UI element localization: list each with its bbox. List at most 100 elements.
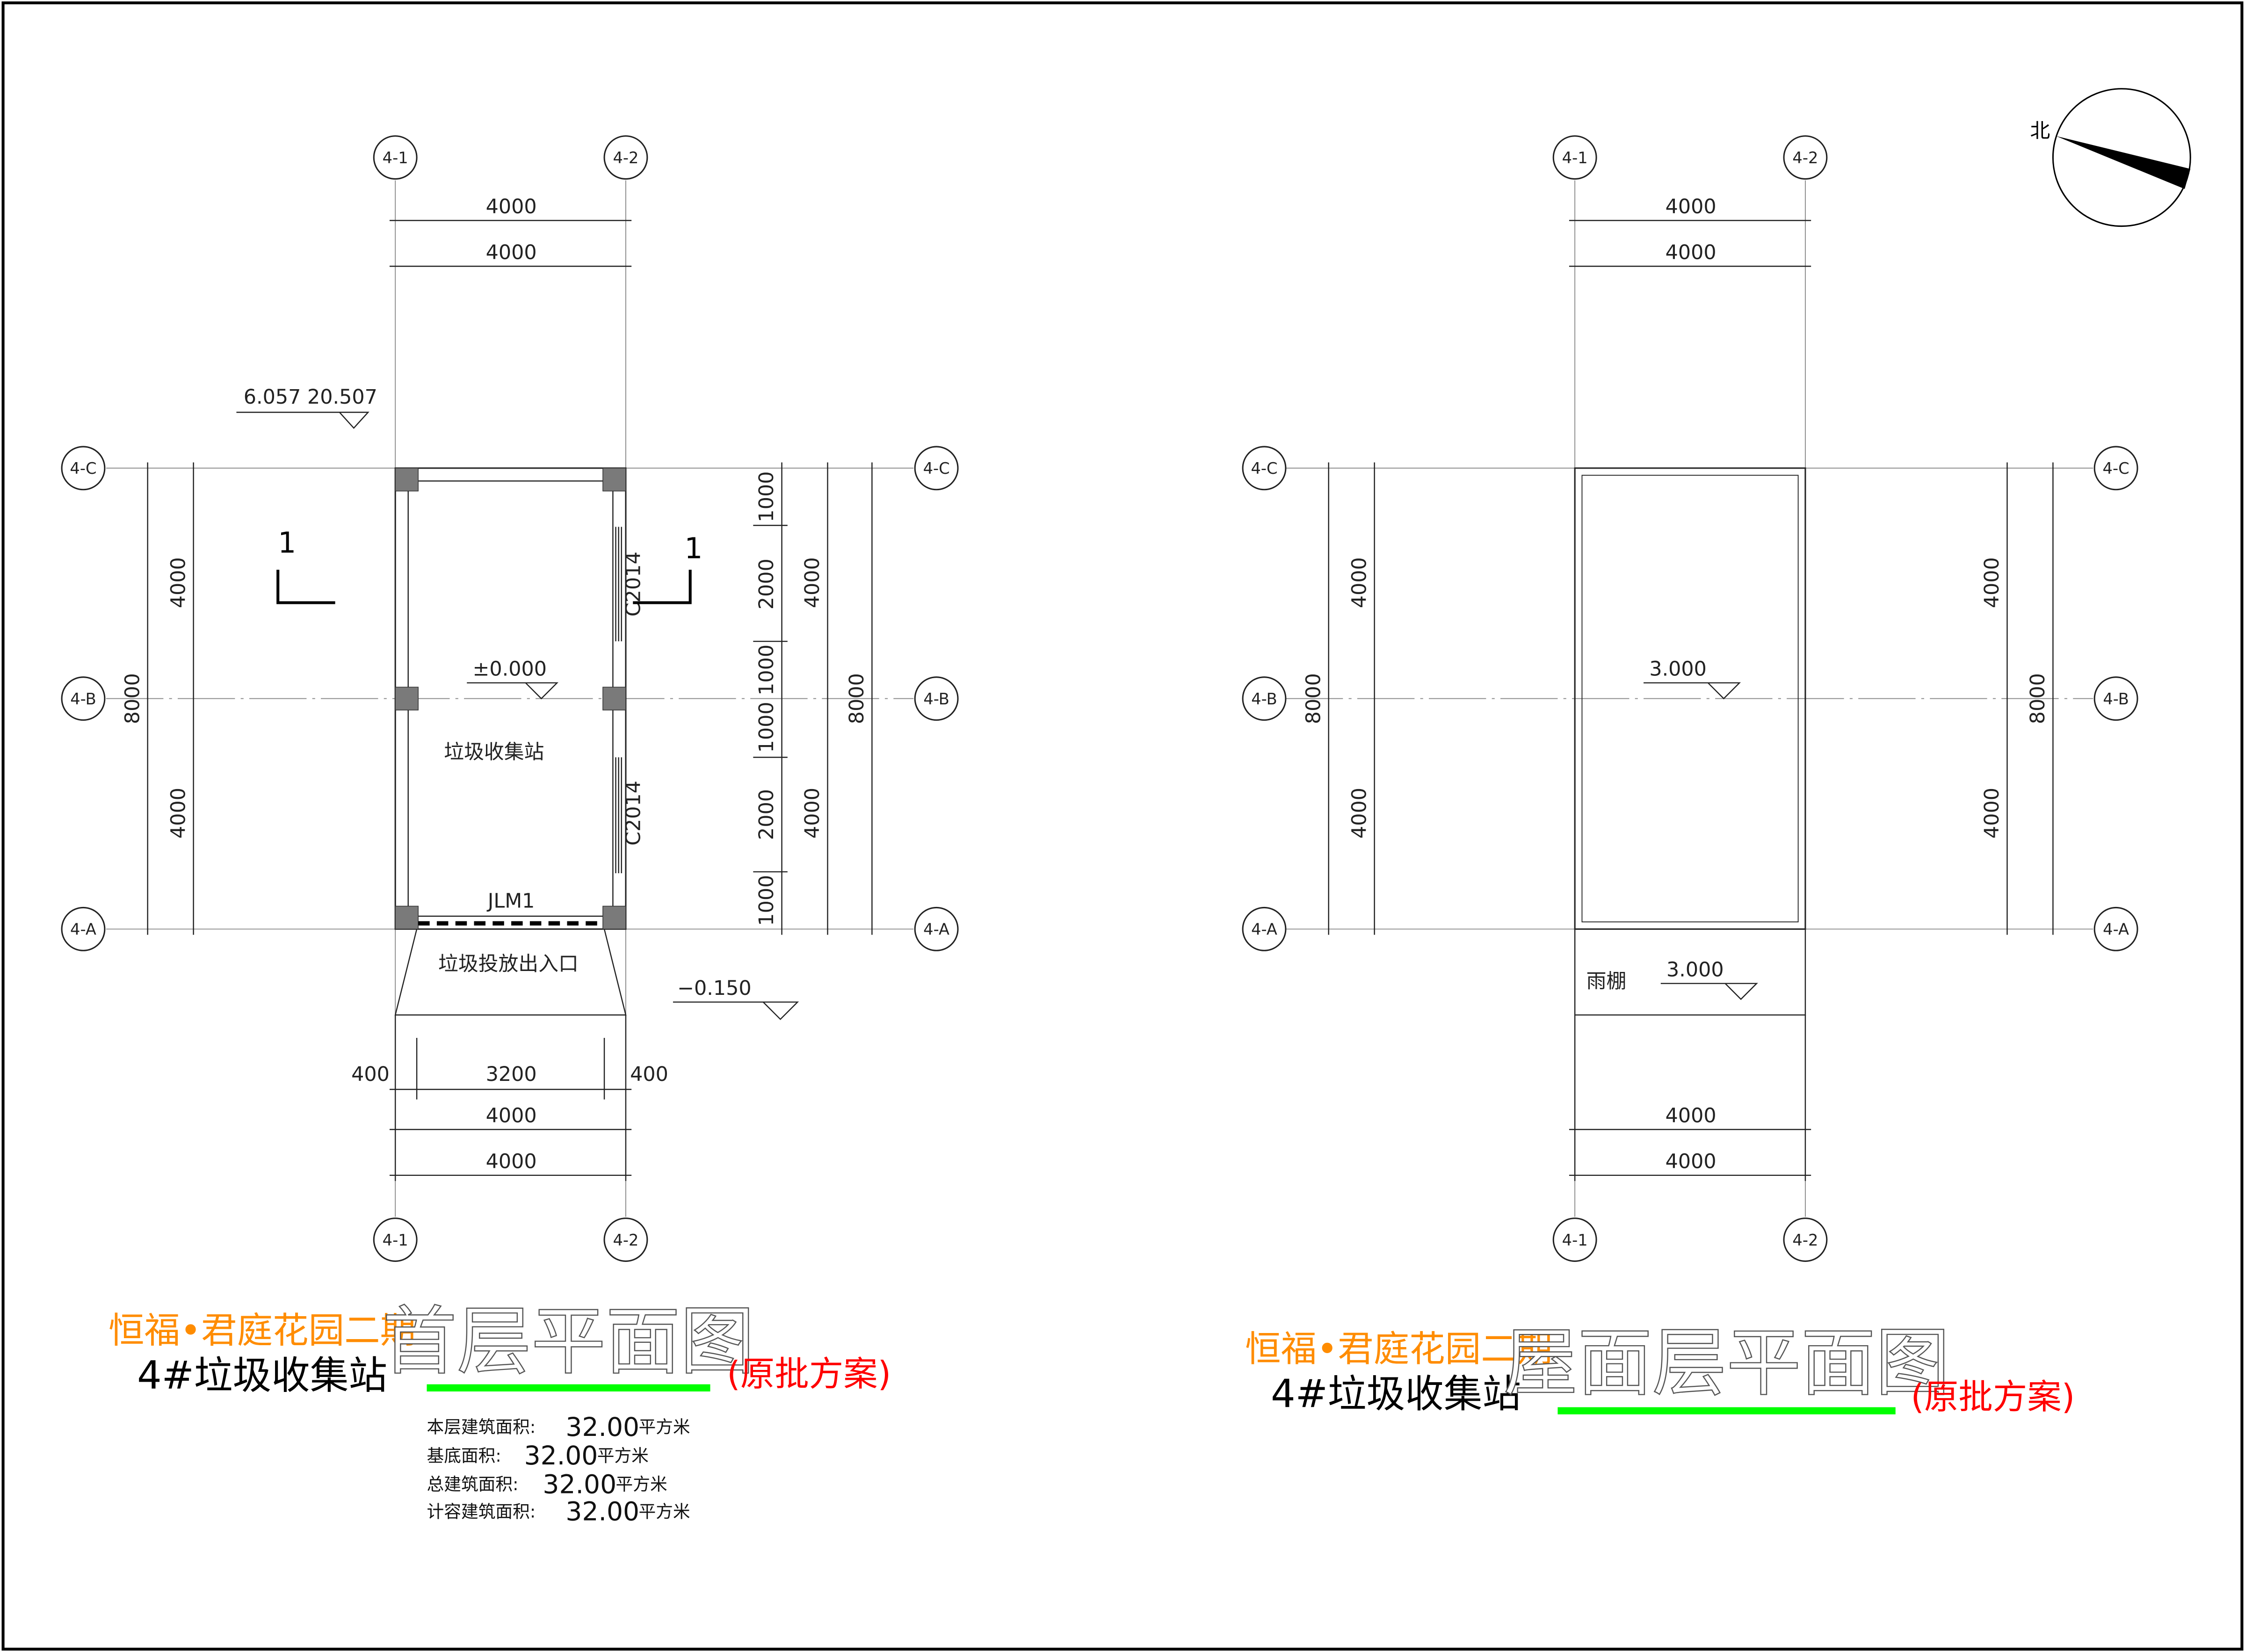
drawing-label: 4-B (923, 690, 949, 708)
drawing-label: 4-A (70, 920, 96, 939)
drawing-line (1783, 135, 1828, 180)
drawing-label: 4-2 (1792, 149, 1818, 167)
project-name: 恒福•君庭花园二期 (1245, 1329, 1552, 1370)
drawing-label: 4-2 (613, 149, 638, 167)
roof-level: 3.000 (1649, 658, 1707, 681)
drawing-title: 屋面层平面图 (1503, 1319, 1950, 1406)
drawing-line: 4-2 (1783, 1217, 1828, 1262)
drawing-line (373, 135, 418, 180)
drawing-label: 4-B (70, 690, 96, 708)
title-underline (427, 1384, 710, 1391)
title-underline (1557, 1407, 1896, 1414)
dim-left-1: 4000 (167, 557, 190, 608)
drawing-label: 400 (351, 1063, 390, 1086)
window-upper (615, 527, 622, 642)
axis-bubble-4-A-left: 4-A (61, 906, 106, 951)
axis-bubble-4-2-top: 4-2 (603, 135, 648, 180)
drawing-line (2093, 676, 2138, 721)
entrance-label: 垃圾投放出入口 (438, 952, 579, 976)
drawing-label: 计容建筑面积: (427, 1501, 536, 1522)
drawing-line: 4-1 (1552, 1217, 1597, 1262)
axis-bubble-4-1-top: 4-1 (373, 135, 418, 180)
drawing-line (394, 929, 627, 1016)
drawing-label: 8000 (1302, 673, 1325, 724)
drawing-label: 4-1 (1562, 149, 1588, 167)
elevation-note: 6.057 20.507 (244, 385, 377, 409)
drawing-line (61, 446, 106, 491)
dim-top-2: 4000 (486, 241, 537, 264)
north-arrow-icon (2056, 136, 2191, 189)
drawing-line (914, 446, 959, 491)
project-name: 恒福•君庭花园二期 (109, 1310, 416, 1352)
drawing-label: 1000 (755, 702, 778, 753)
north-label: 北 (2030, 119, 2050, 143)
drawing-label: 总建筑面积: (427, 1474, 519, 1494)
drawing-line (673, 1001, 799, 1020)
left-title-block: 恒福•君庭花园二期 4#垃圾收集站 首层平面图 (原批方案) 本层建筑面积:32… (109, 1297, 891, 1527)
room-label: 垃圾收集站 (444, 740, 544, 764)
drawing-line (1242, 446, 1287, 491)
window-label-upper: C2014 (622, 551, 645, 616)
drawing-line: 4-2 (1783, 135, 1828, 180)
drawing-label: 1000 (755, 645, 778, 696)
door-label: JLM1 (486, 889, 535, 913)
axis-bubble-4-C-left: 4-C (61, 446, 106, 491)
drawing-label: 4-1 (383, 149, 408, 167)
drawing-line: 4-A (1242, 906, 1287, 951)
drawing-line (276, 570, 335, 604)
drawing-line: 4-C (2093, 446, 2138, 491)
right-title-block: 恒福•君庭花园二期 4#垃圾收集站 屋面层平面图 (原批方案) (1245, 1319, 2075, 1417)
roof-plan: 4-1 4-2 4-1 4-2 4-C 4-B 4-A 4-C 4-B 4-A … (1242, 135, 2138, 1262)
drawing-label: 平方米 (638, 1417, 690, 1437)
drawing-line (395, 687, 419, 710)
drawing-line (1552, 1217, 1597, 1262)
axis-bubble-4-C-right: 4-C (914, 446, 959, 491)
drawing-label: 32.00 (543, 1469, 616, 1499)
drawing-line (1242, 676, 1287, 721)
drawing-label: 4-C (1251, 459, 1277, 478)
drawing-label: 32.00 (565, 1496, 639, 1526)
drawing-line (602, 687, 626, 710)
drawing-label: 4000 (801, 788, 824, 839)
drawing-label: 4-B (2103, 690, 2129, 708)
drawing-label: 4-A (1251, 920, 1277, 939)
drawing-line (914, 906, 959, 951)
drawing-line: 4-1 (1552, 135, 1597, 180)
drawing-label: 2000 (755, 558, 778, 609)
drawing-label: 基底面积: (427, 1446, 501, 1466)
drawing-label: 4-1 (383, 1231, 408, 1249)
window-lower (615, 757, 622, 874)
roof-parapet (1581, 475, 1799, 922)
drawing-title: 首层平面图 (383, 1298, 755, 1385)
dim-left-2: 4000 (167, 788, 190, 839)
drawing-line: 4-B (2093, 676, 2138, 721)
drawing-label: 平方米 (638, 1501, 690, 1522)
drawing-label: 4000 (1347, 788, 1371, 839)
building-name: 4#垃圾收集站 (137, 1353, 387, 1398)
drawing-label: 4000 (1347, 557, 1371, 608)
axis-bubble-4-A-right: 4-A (914, 906, 959, 951)
canopy-level: 3.000 (1666, 958, 1724, 981)
drawing-line (61, 676, 106, 721)
axis-bubble-4-B-left: 4-B (61, 676, 106, 721)
drawing-label: 平方米 (597, 1446, 649, 1466)
drawing-label: 4-B (1251, 690, 1277, 708)
drawing-label: 4000 (1666, 241, 1716, 264)
drawing-line: 4-A (2093, 906, 2138, 951)
drawing-line (1644, 682, 1741, 700)
drawing-line (2052, 88, 2191, 227)
scheme-label: (原批方案) (727, 1355, 891, 1394)
drawing-label: 1000 (755, 471, 778, 522)
drawing-label: 4000 (801, 557, 824, 608)
drawing-label: 8000 (2026, 673, 2049, 724)
floor-level: ±0.000 (472, 658, 546, 681)
building-name: 4#垃圾收集站 (1271, 1372, 1521, 1417)
drawing-label: 4-A (923, 920, 949, 939)
drawing-label: 1000 (755, 875, 778, 926)
drawing-label: 32.00 (524, 1441, 598, 1471)
drawing-label: 4-2 (613, 1231, 638, 1249)
drawing-label: 3200 (486, 1063, 537, 1086)
